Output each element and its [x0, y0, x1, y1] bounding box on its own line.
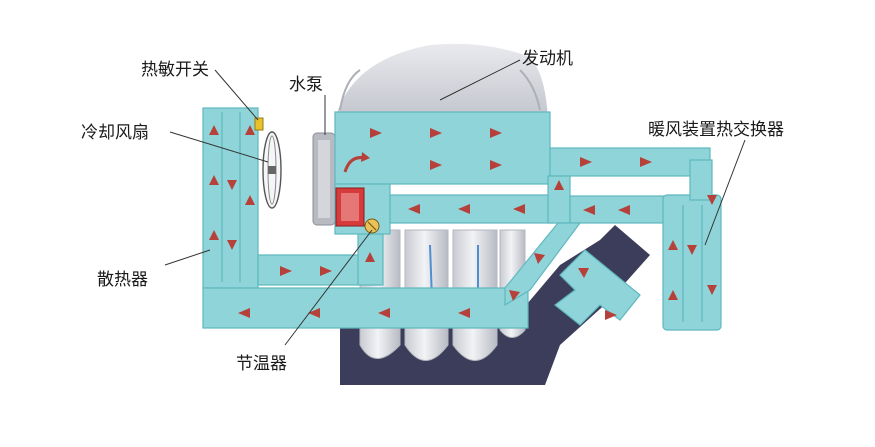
label-thermo-switch: 热敏开关 — [141, 60, 209, 80]
flow-arrow — [509, 290, 520, 301]
flow-arrow — [209, 125, 219, 135]
flow-arrow — [513, 204, 525, 214]
engine-water-jacket — [334, 111, 551, 185]
engine-cooling-fins — [339, 69, 541, 111]
heater-top-link — [689, 159, 713, 201]
flow-arrow — [583, 205, 595, 215]
flow-arrow — [605, 310, 617, 320]
leader-lines — [164, 59, 746, 346]
flow-arrow — [209, 230, 219, 240]
thermo-switch — [254, 117, 264, 131]
label-water-pump: 水泵 — [289, 75, 323, 95]
bypass-pipe — [389, 194, 556, 224]
label-thermostat: 节温器 — [236, 354, 287, 374]
pump-flow-curl-head — [361, 152, 370, 162]
flow-arrow — [458, 308, 470, 318]
lower-hose — [202, 287, 529, 329]
flow-arrow — [687, 245, 697, 255]
flow-arrow — [707, 195, 717, 205]
label-radiator: 散热器 — [97, 270, 148, 290]
flow-arrow — [209, 175, 219, 185]
heater-valve-box — [554, 249, 641, 326]
flow-arrow — [320, 266, 332, 276]
flow-arrow — [668, 290, 678, 300]
flow-arrow — [370, 128, 382, 138]
flow-arrow — [578, 268, 589, 278]
radiator-tubes — [221, 112, 703, 322]
flow-arrow — [280, 266, 292, 276]
flow-arrow — [227, 180, 237, 190]
flow-arrow — [430, 128, 442, 138]
thermostat-valve — [364, 218, 380, 234]
flow-arrow — [490, 128, 502, 138]
flow-arrow — [458, 204, 470, 214]
flow-arrow — [238, 308, 250, 318]
flow-arrow — [554, 180, 564, 190]
flow-arrow — [378, 308, 390, 318]
coolant-circuit — [202, 107, 722, 331]
flow-arrow — [308, 308, 320, 318]
label-engine: 发动机 — [522, 49, 573, 69]
flow-arrow — [227, 240, 237, 250]
label-heater-core: 暖风装置热交换器 — [648, 120, 784, 140]
heater-supply-pipe — [549, 147, 711, 177]
flow-arrow — [580, 157, 592, 167]
flow-arrow — [408, 204, 420, 214]
engine-top-cover — [335, 43, 548, 120]
flow-arrow — [490, 160, 502, 170]
flow-arrow — [245, 125, 255, 135]
cooling-fan-icon — [262, 131, 282, 209]
flow-arrow — [640, 157, 652, 167]
water-pump-pulley-face — [318, 140, 330, 218]
flow-arrow — [365, 252, 375, 262]
flow-arrow — [430, 160, 442, 170]
flow-arrow — [618, 205, 630, 215]
heater-core — [662, 194, 722, 331]
water-pump-impeller — [335, 187, 365, 227]
flow-arrows — [209, 125, 717, 320]
flow-arrow — [534, 253, 545, 264]
heater-return-diagonal — [504, 222, 582, 307]
flow-arrow — [668, 240, 678, 250]
flow-arrow — [245, 195, 255, 205]
label-cooling-fan: 冷却风扇 — [81, 123, 149, 143]
flow-arrow — [707, 285, 717, 295]
